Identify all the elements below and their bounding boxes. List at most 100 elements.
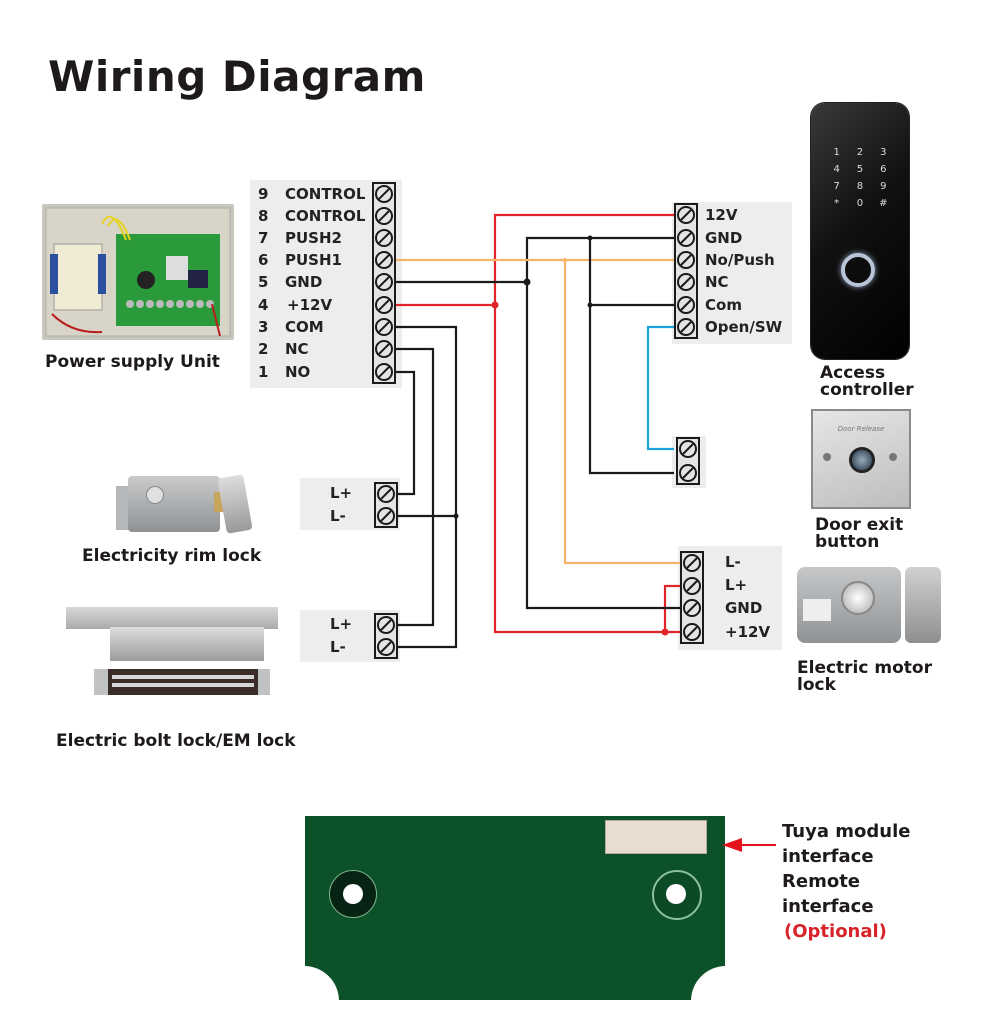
junction-dot [453,513,459,519]
pcb-cutout [269,966,339,1036]
motor-lock-terminal-label: L+ [725,576,748,594]
keypad-key[interactable]: 8 [856,181,864,192]
keypad-key[interactable]: 4 [833,164,840,175]
rim-lock-image [110,472,253,538]
psu-terminal-number: 6 [258,251,269,269]
screw-terminal-icon [683,577,701,595]
power-supply-photo [42,204,234,340]
keypad: 1 2 3 4 5 6 7 8 9 * 0 # [825,147,895,209]
screw-terminal-icon [677,273,695,291]
bolt-lock-image [66,603,286,699]
rim-lock-terminal-label: L+ [330,484,353,502]
screw-terminal-icon [377,485,395,503]
screw-terminal-icon [377,616,395,634]
door-release-plate-text: Door Release [837,425,885,433]
psu-terminal-number: 3 [258,318,269,336]
wire-black-no-rim [396,370,416,496]
access-terminal-label: GND [705,229,743,247]
psu-terminal-label: +12V [287,296,333,314]
wire-black-com-lock [396,325,458,649]
keypad-key[interactable]: * [834,198,840,209]
access-terminal-block [674,203,698,339]
screw-terminal-icon [683,599,701,617]
wiring-svg [372,182,704,659]
motor-lock-terminal-label: +12V [725,623,771,641]
door-exit-button-device: Door Release [811,409,911,509]
access-terminal-label: Open/SW [705,318,783,336]
psu-terminal-number: 9 [258,185,269,203]
screw-terminal-icon [375,363,393,381]
psu-terminal-label: NO [285,363,311,381]
wire-blue-open-sw [646,325,674,451]
wire-red-motor-lplus [663,584,680,632]
screw-terminal-icon [679,440,697,458]
tuya-caption: Tuya module interface Remote interface (… [782,821,911,942]
psu-terminal-label: PUSH2 [285,229,342,247]
keypad-key[interactable]: 0 [856,198,864,209]
wire-black-nc-bolt [396,347,435,627]
keypad-key[interactable]: 3 [880,147,887,158]
psu-terminal-number: 7 [258,229,269,247]
keypad-key[interactable]: 5 [856,164,864,175]
access-terminal-label: No/Push [705,251,775,269]
screw-terminal-icon [375,340,393,358]
arrow-left-icon [722,838,776,852]
motor-lock-caption: Electric motor lock [797,658,932,695]
exit-button-terminal-block [676,437,700,485]
psu-terminal-label: CONTROL [285,185,366,203]
screw-terminal-icon [375,229,393,247]
screw-terminal-icon [683,623,701,641]
tuya-connector [605,820,707,854]
keypad-key[interactable]: 7 [833,181,840,192]
screw-terminal-icon [679,464,697,482]
junction-dots [453,235,669,636]
screw-terminal-icon [677,251,695,269]
screw-terminal-icon [677,206,695,224]
page-title: Wiring Diagram [48,52,426,101]
psu-terminal-number: 8 [258,207,269,225]
bolt-lock-caption: Electric bolt lock/EM lock [56,731,296,751]
screw-terminal-icon [375,251,393,269]
screw-terminal-icon [677,229,695,247]
access-terminal-label: 12V [705,206,738,224]
psu-terminal-number: 4 [258,296,269,314]
keypad-key[interactable]: 2 [856,147,864,158]
screw-terminal-icon [683,554,701,572]
psu-terminal-number: 2 [258,340,269,358]
screw-terminal-icon [375,273,393,291]
screw-terminal-icon [677,296,695,314]
motor-lock-image [797,567,943,647]
junction-dot [587,302,593,308]
access-terminal-label: NC [705,273,729,291]
psu-terminal-number: 5 [258,273,269,291]
junction-dot [491,301,499,309]
pcb-cutout [691,966,761,1036]
screw-terminal-icon [375,185,393,203]
rim-lock-terminal-label: L- [330,507,346,525]
access-controller-caption: Access controller [820,363,914,400]
keypad-key[interactable]: 9 [880,181,887,192]
keypad-key[interactable]: # [879,198,888,209]
keypad-key[interactable]: 6 [880,164,887,175]
screw-icon [889,453,897,461]
access-terminal-label: Com [705,296,742,314]
door-exit-caption: Door exit button [815,515,904,552]
screw-terminal-icon [375,207,393,225]
power-supply-caption: Power supply Unit [45,352,220,372]
access-controller-device: 1 2 3 4 5 6 7 8 9 * 0 # [811,103,909,359]
rim-lock-caption: Electricity rim lock [82,546,262,566]
junction-dot [661,628,669,636]
screw-terminal-icon [377,507,395,525]
junction-dot [563,258,567,262]
psu-terminal-number: 1 [258,363,269,381]
keypad-key[interactable]: 1 [833,147,840,158]
junction-dot [587,235,593,241]
screw-icon [823,453,831,461]
psu-terminal-label: COM [285,318,324,336]
psu-terminal-label: PUSH1 [285,251,342,269]
wire-orange-motor-lminus [563,260,680,565]
bolt-lock-terminal-block [374,613,398,659]
wire-red-12v-motor [493,305,680,634]
bolt-lock-terminal-label: L- [330,638,346,656]
exit-button-icon [849,447,875,473]
